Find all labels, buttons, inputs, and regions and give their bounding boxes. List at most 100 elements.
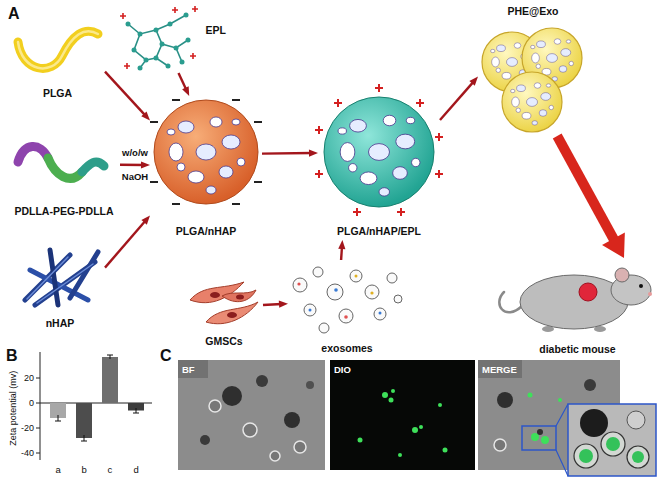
epl-molecule	[128, 15, 188, 68]
dio-micrograph	[398, 453, 402, 457]
epl-molecule	[180, 60, 185, 65]
axis-title: Zeta potential (mv)	[8, 371, 18, 446]
micrograph-panel: BF	[178, 360, 325, 470]
epl-molecule	[184, 13, 189, 18]
zoom-inset	[580, 409, 608, 437]
exosome-vesicles	[394, 295, 402, 303]
plga-nhap-microsphere	[254, 181, 262, 183]
label-group: PLGA	[43, 87, 72, 100]
merge-micrograph	[497, 392, 513, 408]
zoom-inset	[606, 437, 620, 451]
plga-nhap-epl-microsphere	[416, 99, 424, 107]
flow-arrow	[262, 149, 318, 156]
stem-cells	[227, 312, 237, 318]
plga-nhap-microsphere	[232, 99, 240, 101]
polymer-icon: PDLLA-PEG-PDLLA	[8, 135, 120, 220]
plga-nhap-microsphere	[150, 100, 262, 204]
epl-molecule	[174, 46, 179, 51]
exosome-vesicles	[297, 282, 300, 285]
exosome-vesicles	[379, 312, 382, 315]
merge-micrograph	[522, 426, 556, 450]
tick-label: -40	[21, 448, 34, 458]
label-group: PLGA/nHAP/EPL	[337, 225, 421, 238]
microsphere-icon: PLGA/nHAP	[150, 96, 262, 240]
node-label: PHE@Exo	[507, 5, 558, 18]
label-group: EPL	[206, 24, 226, 37]
label-group: MERGE	[482, 363, 517, 376]
plga-nhap-epl-microsphere	[375, 84, 383, 92]
epl-molecule	[120, 6, 198, 71]
polymer-icon: EPL	[118, 6, 228, 73]
tick-label: 0	[29, 398, 34, 408]
epl-molecule	[168, 22, 173, 27]
exosome-vesicles	[319, 323, 329, 333]
plga-nhap-epl-microsphere	[435, 133, 443, 141]
plga-nhap-microsphere	[254, 121, 262, 123]
zeta-bar-chart	[76, 403, 92, 438]
node-label: PLGA/nHAP	[176, 225, 237, 238]
panel-letter: C	[160, 347, 172, 365]
label-group: PHE@Exo	[507, 5, 558, 18]
flow-arrow	[120, 161, 150, 168]
flow-arrow	[179, 73, 190, 96]
plga-nhap-epl-microsphere	[315, 170, 323, 178]
label-group: diabetic mouse	[539, 343, 615, 356]
zeta-bar-chart	[40, 352, 41, 460]
merge-micrograph	[494, 439, 506, 451]
bf-micrograph	[284, 412, 300, 428]
dio-micrograph	[330, 360, 475, 470]
copolymer-chain	[18, 146, 104, 178]
arrow-head	[338, 240, 345, 249]
node-label: MERGE	[482, 363, 517, 376]
nanoparticle-icon: nHAP	[15, 240, 105, 332]
plga-chain	[18, 31, 98, 68]
plga-nhap-epl-microsphere	[338, 115, 420, 196]
node-label: GMSCs	[205, 335, 242, 348]
label-group: PDLLA-PEG-PDLLA	[14, 205, 113, 218]
arrow-head	[309, 149, 318, 156]
copolymer-chain	[48, 158, 82, 178]
epl-molecule	[154, 56, 159, 61]
plga-nhap-epl-microsphere	[315, 84, 443, 216]
merge-micrograph	[584, 379, 596, 391]
bf-micrograph	[243, 423, 257, 437]
category-label: d	[134, 465, 139, 476]
plga-nhap-microsphere	[154, 100, 258, 204]
label-group: nHAP	[46, 317, 75, 330]
epl-molecule	[160, 42, 165, 47]
arrow-shaft	[120, 164, 144, 167]
plga-nhap-microsphere	[150, 181, 158, 183]
epl-molecule	[190, 53, 196, 59]
merge-micrograph	[558, 398, 562, 402]
epl-molecule	[126, 13, 191, 71]
epl-molecule	[154, 28, 159, 33]
exosome-vesicles	[365, 285, 379, 299]
node-label: EPL	[206, 24, 226, 37]
flow-arrow	[263, 301, 288, 308]
plga-nhap-microsphere	[150, 100, 262, 204]
arrow-shaft	[263, 304, 282, 305]
arrow-shaft	[262, 152, 312, 155]
dio-micrograph	[443, 448, 448, 453]
mouse-figure	[499, 268, 652, 332]
node-label: exosomes	[321, 342, 372, 355]
mouse-icon: diabetic mouse	[500, 258, 655, 358]
merge-micrograph	[478, 360, 522, 378]
zoom-inset	[627, 446, 649, 468]
epl-molecule	[156, 30, 188, 48]
category-label: b	[82, 465, 87, 476]
dio-micrograph	[438, 403, 442, 407]
exosome-vesicles	[293, 267, 402, 333]
stem-cells	[190, 282, 258, 324]
epl-molecule	[124, 63, 130, 69]
epl-molecule	[132, 48, 137, 53]
exosome-vesicles	[304, 304, 316, 316]
plga-chain	[18, 31, 98, 68]
exosome-vesicles	[374, 308, 386, 320]
bf-micrograph	[222, 386, 242, 406]
tick-label: 20	[24, 373, 34, 383]
exosome-vesicles	[309, 309, 312, 312]
plga-nhap-epl-microsphere	[334, 99, 342, 107]
merge-micrograph	[528, 393, 533, 398]
